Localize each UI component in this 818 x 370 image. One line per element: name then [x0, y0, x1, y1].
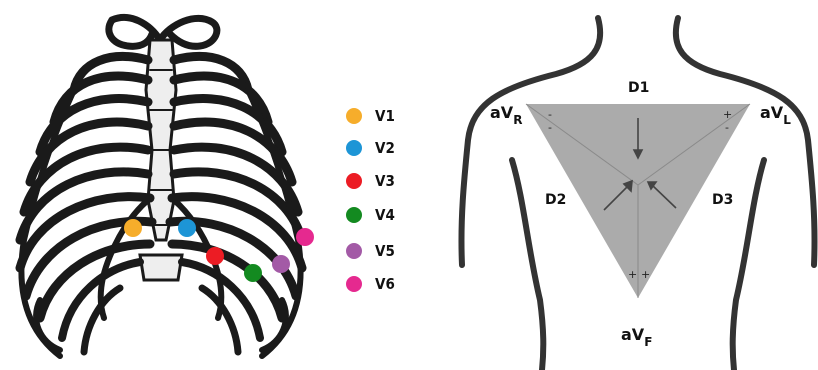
rib-cage-illustration [20, 17, 302, 356]
sign-minus-right: - [725, 121, 729, 134]
lead-legend: V1 V2 V3 V4 V5 V6 [346, 107, 395, 293]
legend-swatch-v2 [346, 140, 362, 156]
lead-label-avf: aVF [621, 325, 652, 349]
lead-label-avl: aVL [760, 103, 791, 127]
lead-label-d1: D1 [628, 80, 649, 96]
sign-plus-bottom-2: + [641, 268, 650, 281]
legend-label-v1: V1 [375, 107, 395, 125]
legend-swatch-v3 [346, 173, 362, 189]
legend-item-v5: V5 [346, 242, 395, 260]
electrode-v3 [206, 247, 224, 265]
sign-minus-left: - [548, 121, 552, 134]
avl-main: aV [760, 103, 784, 122]
torso-left-arm-line [512, 160, 543, 370]
legend-item-v4: V4 [346, 206, 395, 224]
legend-item-v1: V1 [346, 107, 395, 125]
avl-sub: L [783, 113, 791, 127]
avf-sub: F [644, 335, 652, 349]
legend-swatch-v4 [346, 207, 362, 223]
avr-main: aV [490, 103, 514, 122]
lead-label-d2: D2 [545, 192, 566, 208]
electrode-v5 [272, 255, 290, 273]
legend-swatch-v1 [346, 108, 362, 124]
lead-label-avr: aVR [490, 103, 522, 127]
svg-text:aVF: aVF [621, 325, 652, 349]
svg-text:aVR: aVR [490, 103, 522, 127]
torso-right-arm-line [733, 160, 764, 370]
sign-plus-top-right: + [723, 108, 732, 121]
legend-swatch-v6 [346, 276, 362, 292]
legend-label-v4: V4 [375, 206, 395, 224]
svg-text:aVL: aVL [760, 103, 791, 127]
legend-label-v6: V6 [375, 275, 395, 293]
legend-item-v6: V6 [346, 275, 395, 293]
electrode-v1 [124, 219, 142, 237]
legend-label-v5: V5 [375, 242, 395, 260]
legend-label-v3: V3 [375, 172, 395, 190]
avr-sub: R [513, 113, 522, 127]
sign-plus-bottom-1: + [628, 268, 637, 281]
legend-item-v2: V2 [346, 139, 395, 157]
legend-item-v3: V3 [346, 172, 395, 190]
legend-label-v2: V2 [375, 139, 395, 157]
electrode-v6 [296, 228, 314, 246]
sign-minus-top-left: - [548, 108, 552, 121]
legend-swatch-v5 [346, 243, 362, 259]
electrode-v2 [178, 219, 196, 237]
electrode-v4 [244, 264, 262, 282]
avf-main: aV [621, 325, 645, 344]
lead-label-d3: D3 [712, 192, 733, 208]
